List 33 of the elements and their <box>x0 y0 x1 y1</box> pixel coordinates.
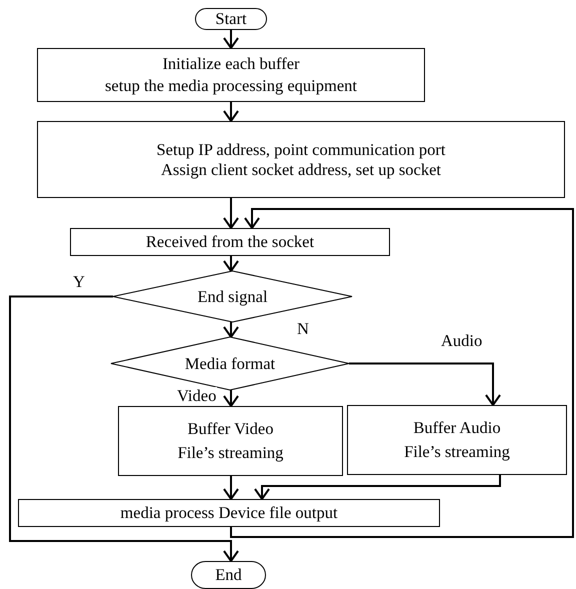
process-box <box>37 121 565 198</box>
decision-diamond <box>111 337 349 390</box>
node-text: setup the media processing equipment <box>104 75 358 97</box>
process-box <box>18 499 440 527</box>
node-text: Start <box>215 9 247 29</box>
arrow <box>223 390 239 407</box>
node-text: Buffer Video <box>188 418 274 440</box>
node-text: End <box>215 565 242 585</box>
process-box <box>37 48 425 102</box>
arrow <box>223 30 239 49</box>
process-box <box>70 228 390 256</box>
arrow <box>254 475 501 500</box>
node-text: Assign client socket address, set up socket <box>161 160 441 180</box>
process-box <box>347 405 567 475</box>
node-text: media process Device file output <box>120 503 338 523</box>
node-text: File’s streaming <box>178 442 284 464</box>
arrow <box>223 198 239 229</box>
arrow <box>9 296 239 562</box>
node-text: Buffer Audio <box>413 417 501 439</box>
node-text: End signal <box>197 286 268 306</box>
arrow <box>223 256 239 272</box>
node-text: File’s streaming <box>404 441 510 463</box>
node-text: Setup IP address, point communication port <box>156 140 446 160</box>
arrow <box>223 322 239 338</box>
arrow <box>230 208 574 538</box>
arrow <box>223 102 239 122</box>
process-box <box>118 406 343 476</box>
arrow <box>223 476 239 500</box>
node-text: Media format <box>184 354 276 374</box>
arrow <box>349 362 501 406</box>
decision-diamond <box>113 271 352 322</box>
node-text: Received from the socket <box>146 232 314 252</box>
node-text: Initialize each buffer <box>162 53 300 75</box>
